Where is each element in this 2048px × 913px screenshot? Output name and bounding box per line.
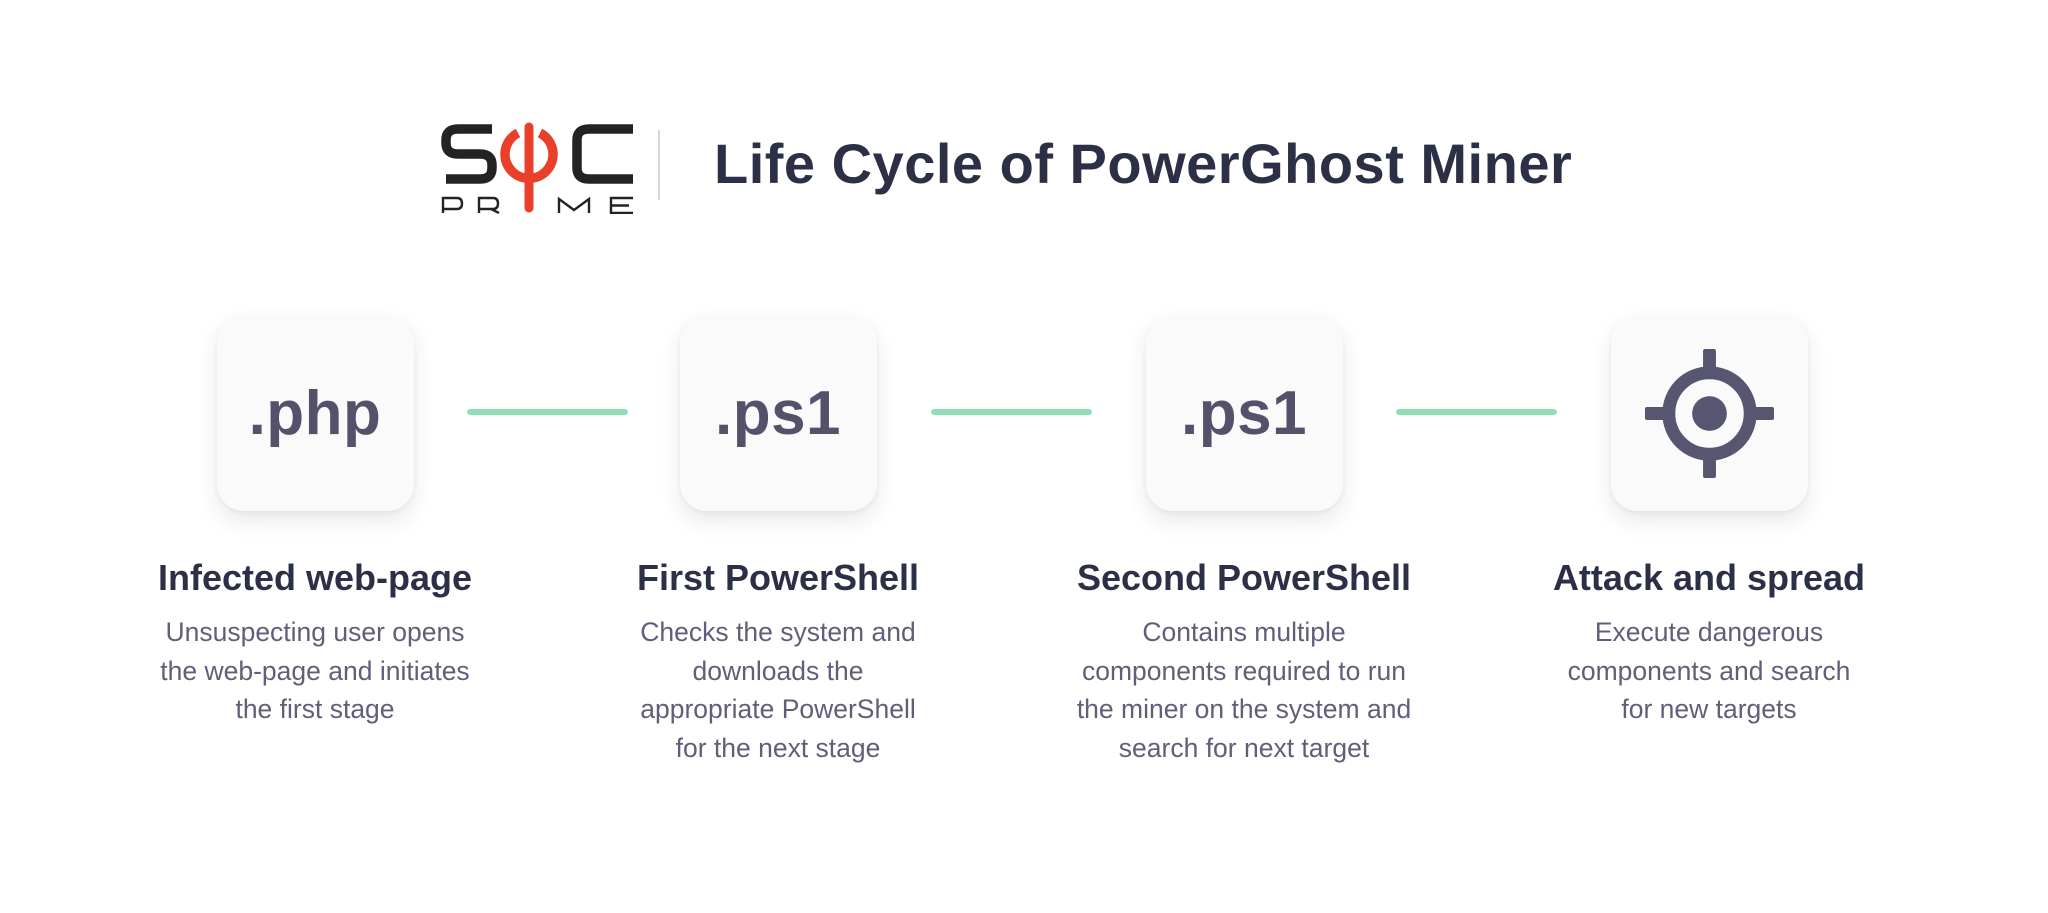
stage-infected-web-page: .php Infected web-page Unsuspecting user… (105, 315, 525, 729)
stage-card (1610, 315, 1808, 511)
connector-line (1396, 409, 1557, 415)
logo-prime-letters (441, 196, 633, 214)
stage-card: .ps1 (679, 315, 877, 511)
stage-second-powershell: .ps1 Second PowerShell Contains multiple… (1034, 315, 1454, 767)
stage-description: Checks the system and downloads the appr… (640, 617, 916, 763)
page-title: Life Cycle of PowerGhost Miner (714, 132, 1573, 195)
logo-letter-s (441, 124, 497, 184)
stage-description: Unsuspecting user opens the web-page and… (160, 617, 470, 724)
file-extension-badge: .php (248, 378, 382, 448)
connector-line (931, 409, 1092, 415)
stage-card: .ps1 (1145, 315, 1343, 511)
connector-line (467, 409, 628, 415)
soc-prime-logo (441, 122, 633, 214)
stage-card: .php (216, 315, 414, 511)
file-extension-badge: .ps1 (714, 378, 842, 448)
stage-attack-and-spread: Attack and spread Execute dangerous comp… (1499, 315, 1919, 729)
header-divider (658, 130, 660, 200)
file-extension-badge: .ps1 (1180, 378, 1308, 448)
stage-title: Second PowerShell (1076, 557, 1412, 598)
stage-title: Infected web-page (157, 557, 473, 598)
crosshair-target-icon (1644, 348, 1774, 478)
logo-letter-c (572, 124, 633, 184)
stage-title: Attack and spread (1552, 557, 1866, 598)
stage-first-powershell: .ps1 First PowerShell Checks the system … (568, 315, 988, 767)
stage-title: First PowerShell (636, 557, 920, 598)
stage-description: Execute dangerous components and search … (1567, 617, 1851, 724)
stage-description: Contains multiple components required to… (1076, 617, 1412, 763)
